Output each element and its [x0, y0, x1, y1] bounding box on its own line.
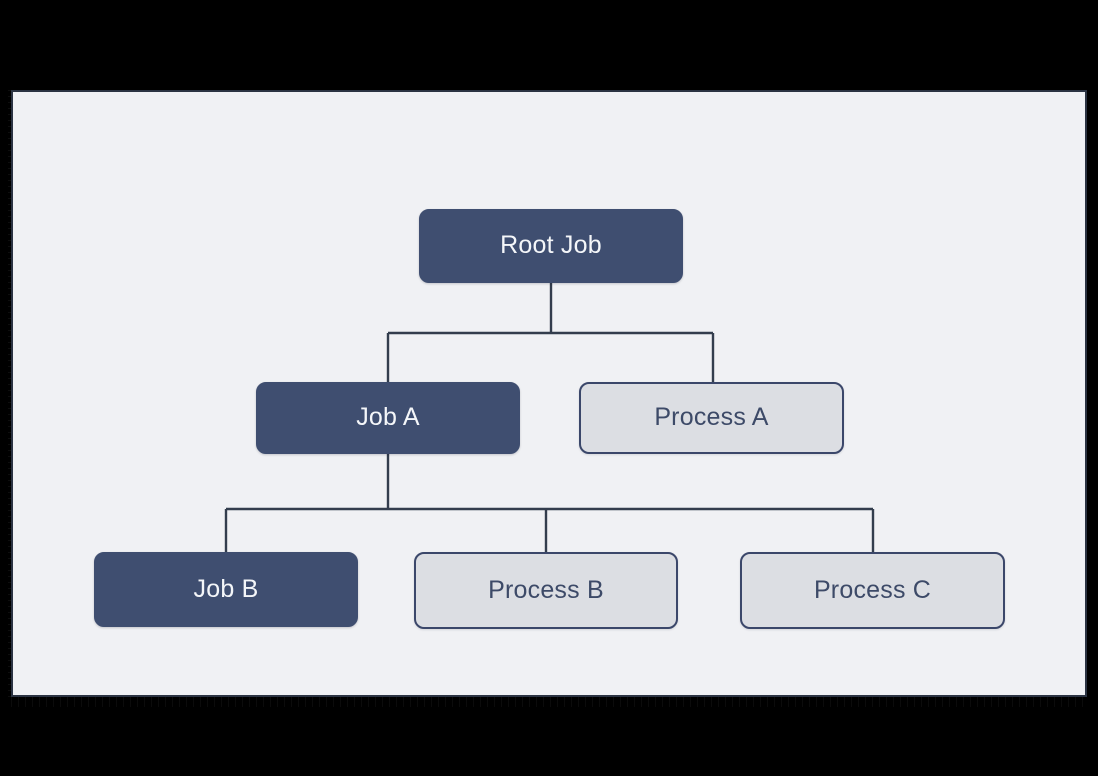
node-process-a[interactable]: Process A	[579, 382, 844, 454]
node-label-job-a: Job A	[356, 403, 420, 432]
noise-strip-left	[8, 90, 12, 700]
node-label-root-job: Root Job	[500, 231, 602, 260]
node-label-process-b: Process B	[488, 575, 604, 604]
node-job-a[interactable]: Job A	[256, 382, 520, 454]
node-root-job[interactable]: Root Job	[419, 209, 683, 283]
node-job-b[interactable]: Job B	[94, 552, 358, 627]
noise-strip-bottom	[11, 697, 1087, 707]
node-process-b[interactable]: Process B	[414, 552, 678, 629]
diagram-canvas[interactable]: Root Job Job A Process A Job B Process B…	[11, 90, 1087, 697]
node-process-c[interactable]: Process C	[740, 552, 1005, 629]
node-label-process-a: Process A	[654, 403, 769, 432]
node-label-job-b: Job B	[193, 574, 259, 603]
node-label-process-c: Process C	[813, 575, 932, 604]
